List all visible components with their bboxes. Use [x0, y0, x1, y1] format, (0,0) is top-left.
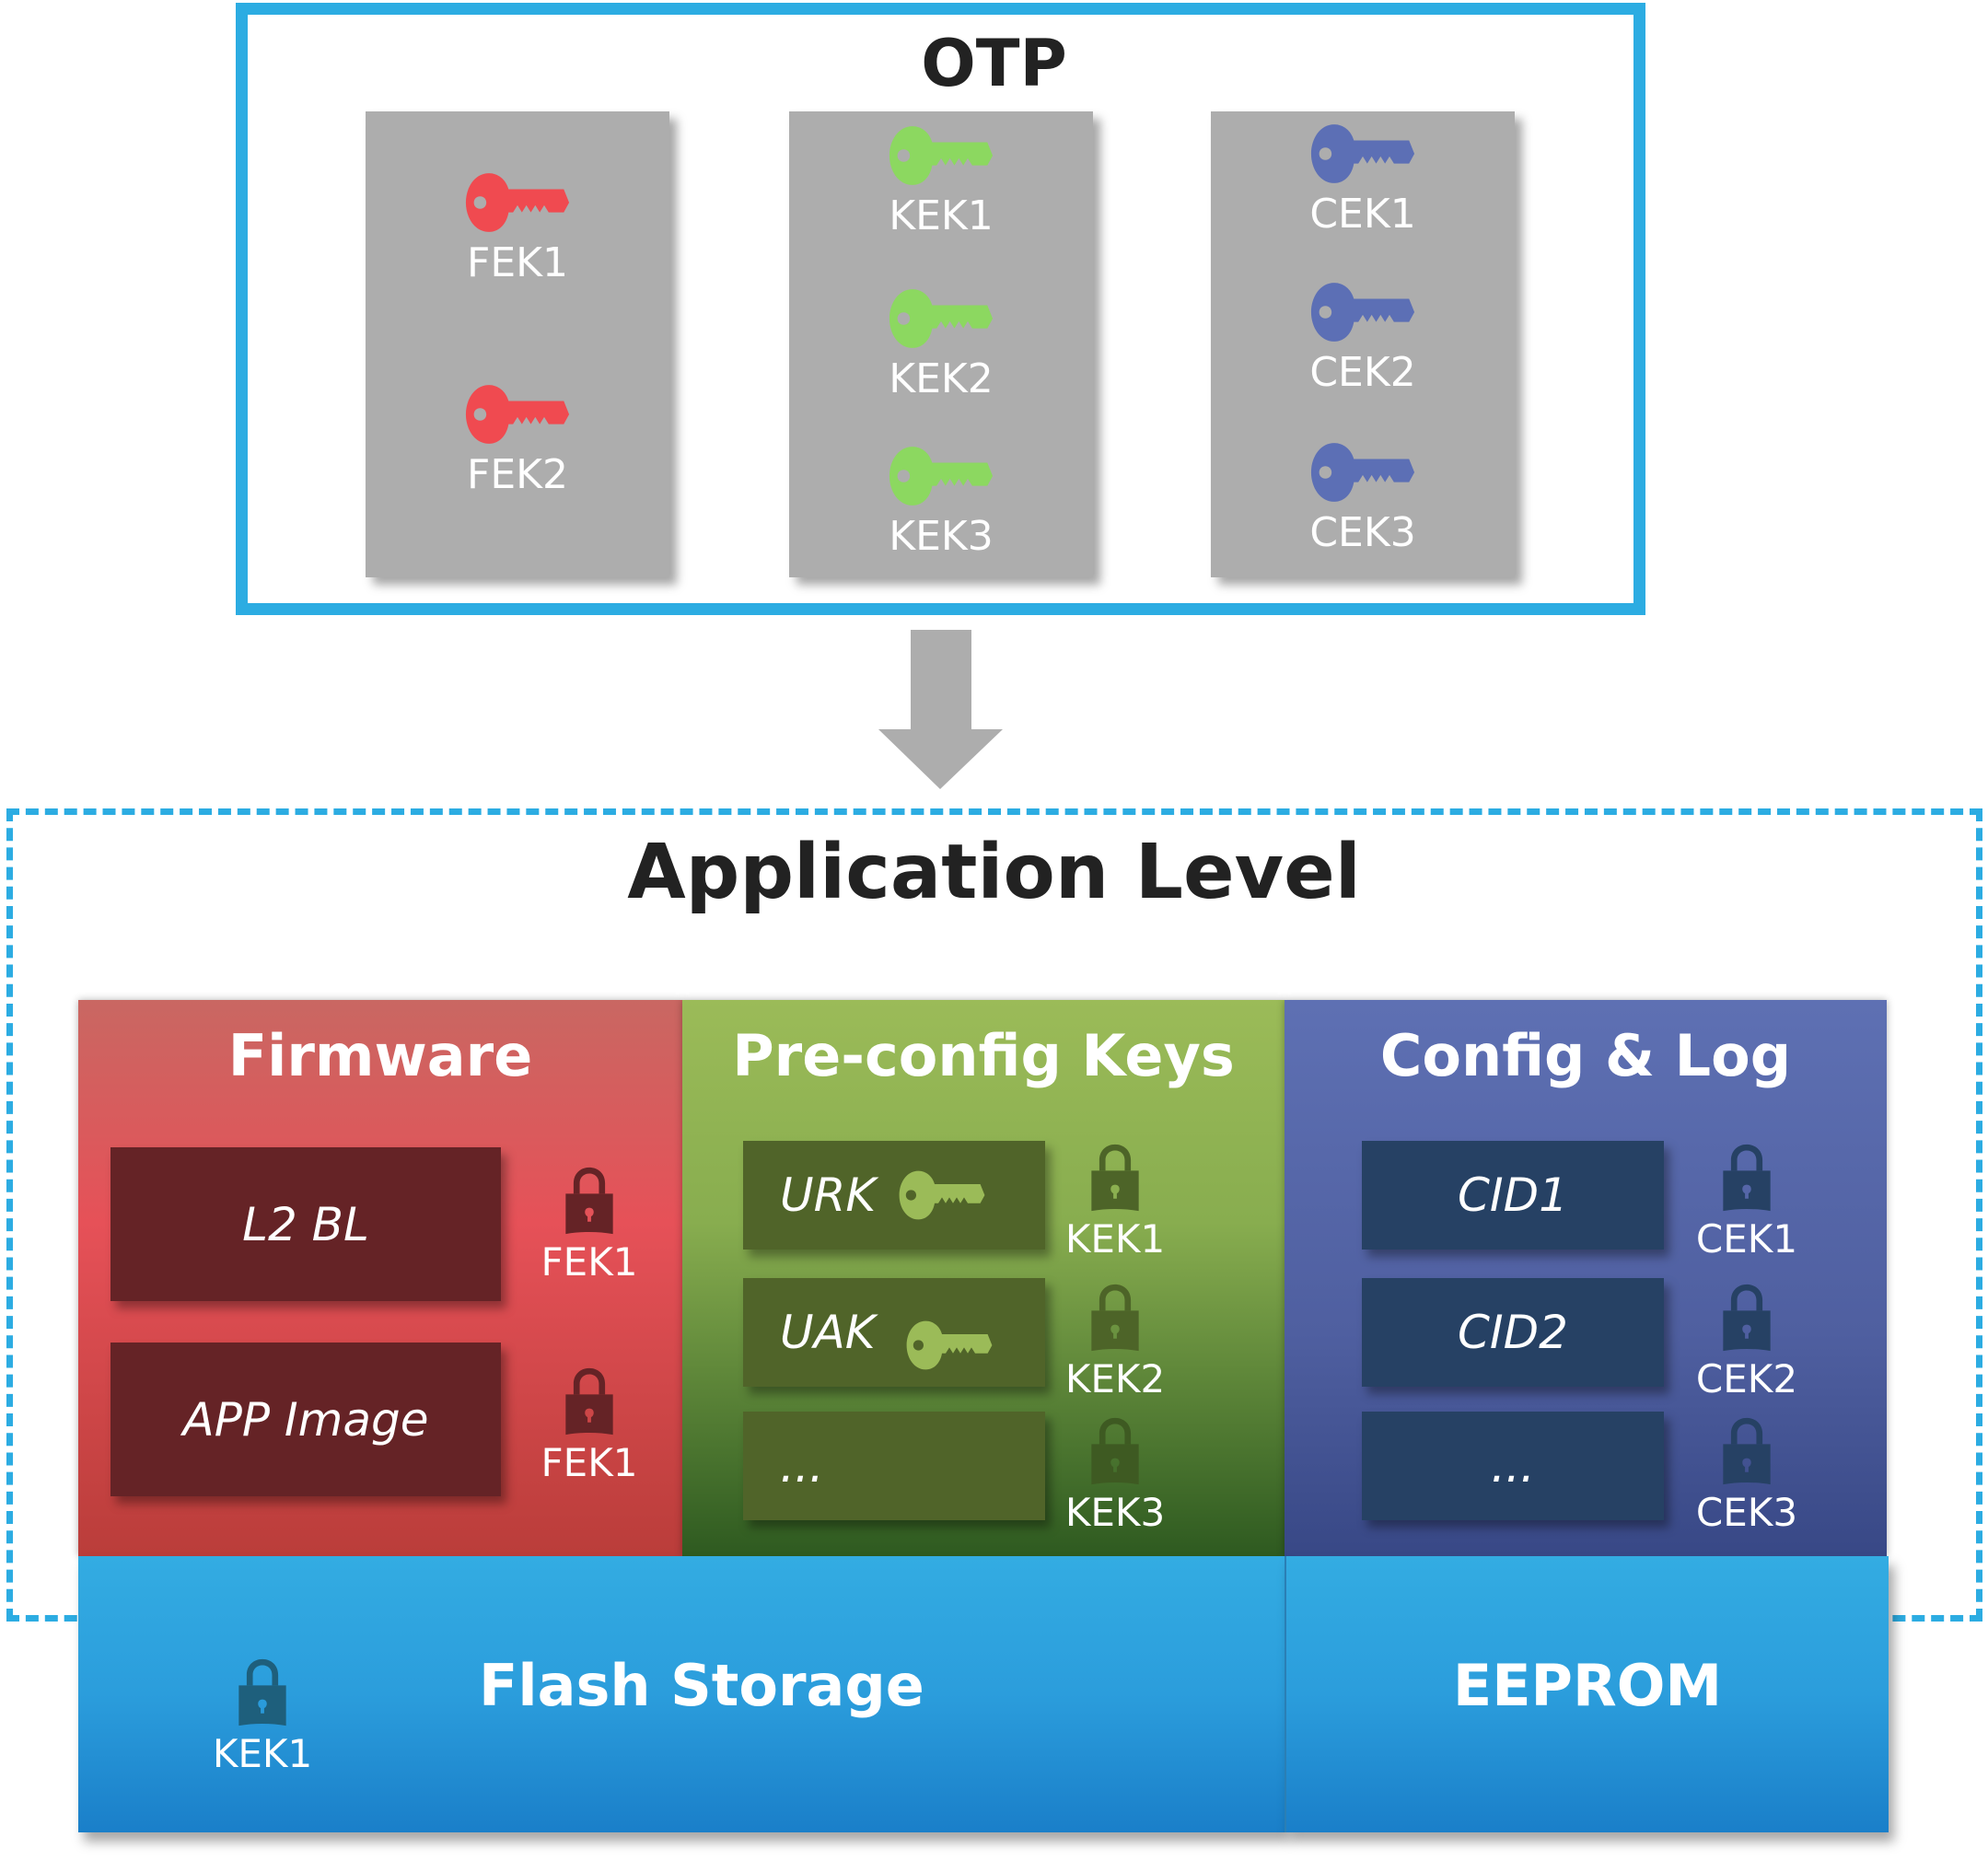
- lock-cek1: CEK1: [1682, 1143, 1811, 1261]
- key-icon: [1309, 122, 1416, 185]
- key-icon: [1309, 441, 1416, 504]
- item-label: UAK: [780, 1306, 876, 1359]
- otp-key-kek2: KEK2: [789, 287, 1093, 402]
- otp-column-kek: KEK1 KEK2 KEK3: [789, 111, 1093, 577]
- otp-key-cek3: CEK3: [1211, 441, 1515, 556]
- otp-key-fek2: FEK2: [366, 383, 669, 498]
- key-icon: [896, 1169, 988, 1221]
- lock-cek2: CEK2: [1682, 1283, 1811, 1401]
- panel-title: Firmware: [227, 1022, 533, 1089]
- lock-kek3: KEK3: [1051, 1416, 1180, 1535]
- item-label: ...: [1491, 1439, 1535, 1493]
- key-label: FEK2: [467, 451, 568, 498]
- lock-label: FEK1: [541, 1440, 638, 1485]
- flash-storage-title: Flash Storage: [479, 1652, 924, 1719]
- lock-label: CEK2: [1695, 1356, 1798, 1401]
- lock-label: KEK3: [1064, 1490, 1166, 1535]
- lock-cek3: CEK3: [1682, 1416, 1811, 1535]
- application-level-title: Application Level: [627, 829, 1361, 916]
- item-label: APP Image: [182, 1392, 429, 1447]
- eeprom-title: EEPROM: [1452, 1652, 1723, 1719]
- preconfig-keys-panel: Pre-config Keys URK KEK1 UAK KEK2 ... KE…: [682, 1000, 1285, 1556]
- otp-key-kek3: KEK3: [789, 445, 1093, 560]
- firmware-item-app-image: APP Image: [110, 1343, 501, 1496]
- key-label: KEK1: [889, 192, 994, 239]
- item-label: CID2: [1458, 1306, 1568, 1359]
- otp-key-kek1: KEK1: [789, 124, 1093, 239]
- lock-icon: [1720, 1283, 1773, 1353]
- key-icon: [903, 1319, 995, 1371]
- config-item-cid2: CID2: [1362, 1278, 1664, 1387]
- lock-label: KEK2: [1064, 1356, 1166, 1401]
- key-icon: [1309, 281, 1416, 343]
- lock-icon: [563, 1366, 616, 1436]
- panel-title: Pre-config Keys: [732, 1022, 1235, 1089]
- flash-storage-block: KEK1 Flash Storage: [78, 1556, 1285, 1832]
- lock-label: KEK1: [212, 1731, 313, 1776]
- otp-column-fek: FEK1 FEK2: [366, 111, 669, 577]
- key-label: CEK3: [1309, 509, 1416, 556]
- otp-key-fek1: FEK1: [366, 171, 669, 286]
- down-arrow-icon: [878, 630, 1003, 789]
- key-label: FEK1: [467, 239, 568, 286]
- lock-flash-kek1: KEK1: [207, 1657, 318, 1776]
- item-label: L2 BL: [242, 1197, 369, 1251]
- key-label: KEK2: [889, 355, 994, 402]
- lock-fek1: FEK1: [525, 1366, 654, 1485]
- lock-icon: [1720, 1143, 1773, 1213]
- eeprom-block: EEPROM: [1285, 1556, 1889, 1832]
- key-icon: [888, 287, 994, 350]
- key-label: CEK1: [1309, 191, 1416, 238]
- item-label: ...: [780, 1439, 824, 1493]
- item-label: CID1: [1458, 1168, 1568, 1222]
- config-log-panel: Config & Log CID1 CEK1 CID2 CEK2 ... CEK…: [1285, 1000, 1887, 1556]
- lock-label: KEK1: [1064, 1216, 1166, 1261]
- lock-icon: [1088, 1143, 1142, 1213]
- firmware-panel: Firmware L2 BL FEK1 APP Image FEK1: [78, 1000, 682, 1556]
- otp-title: OTP: [921, 26, 1067, 101]
- lock-label: FEK1: [541, 1239, 638, 1285]
- lock-icon: [1088, 1283, 1142, 1353]
- key-icon: [888, 445, 994, 507]
- lock-label: CEK1: [1695, 1216, 1798, 1261]
- lock-icon: [1720, 1416, 1773, 1486]
- preconfig-item-uak: UAK: [743, 1278, 1045, 1387]
- preconfig-item-more: ...: [743, 1412, 1045, 1520]
- lock-kek1: KEK1: [1051, 1143, 1180, 1261]
- otp-column-cek: CEK1 CEK2 CEK3: [1211, 111, 1515, 577]
- lock-icon: [1088, 1416, 1142, 1486]
- lock-icon: [236, 1657, 289, 1727]
- otp-key-cek2: CEK2: [1211, 281, 1515, 396]
- firmware-item-l2bl: L2 BL: [110, 1147, 501, 1301]
- lock-label: CEK3: [1695, 1490, 1798, 1535]
- key-icon: [464, 383, 571, 446]
- key-icon: [464, 171, 571, 234]
- key-label: CEK2: [1309, 349, 1416, 396]
- item-label: URK: [780, 1168, 877, 1222]
- lock-fek1: FEK1: [525, 1166, 654, 1285]
- config-item-more: ...: [1362, 1412, 1664, 1520]
- preconfig-item-urk: URK: [743, 1141, 1045, 1250]
- lock-icon: [563, 1166, 616, 1236]
- config-item-cid1: CID1: [1362, 1141, 1664, 1250]
- lock-kek2: KEK2: [1051, 1283, 1180, 1401]
- panel-title: Config & Log: [1379, 1022, 1792, 1089]
- key-icon: [888, 124, 994, 187]
- key-label: KEK3: [889, 513, 994, 560]
- otp-key-cek1: CEK1: [1211, 122, 1515, 238]
